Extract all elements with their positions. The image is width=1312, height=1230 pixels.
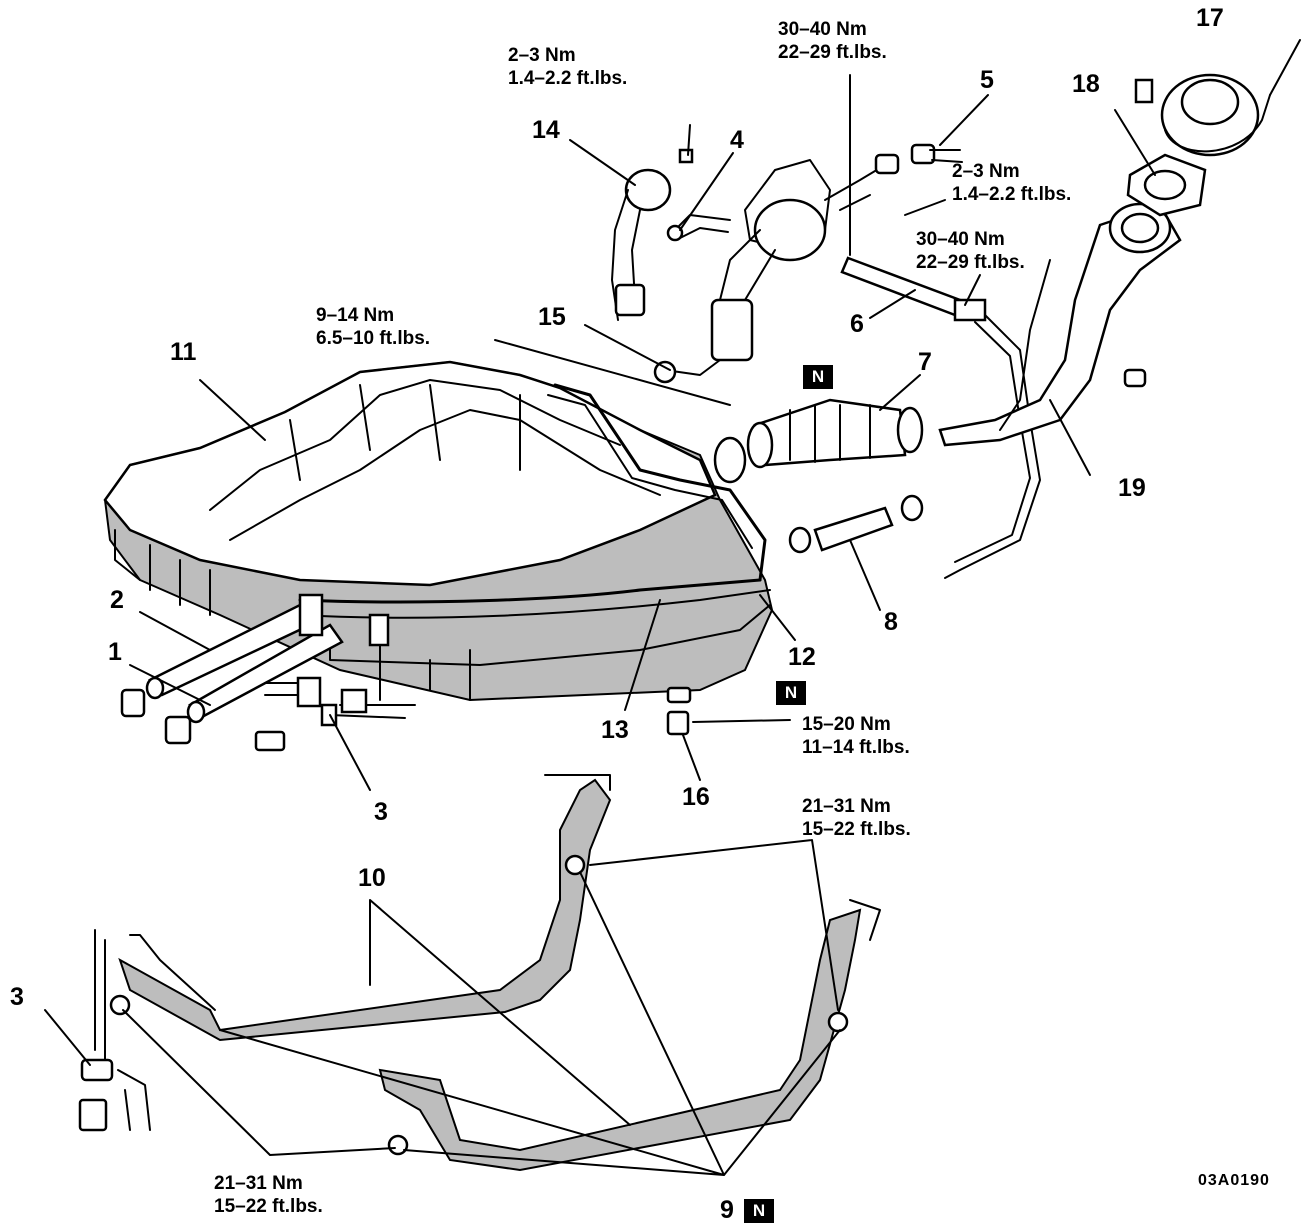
fuel-cap <box>1134 39 1301 157</box>
fuel-tank <box>103 360 774 702</box>
callout-11: 11 <box>170 338 197 366</box>
torque-imperial: 1.4–2.2 ft.lbs. <box>952 184 1072 205</box>
callout-6: 6 <box>850 310 864 338</box>
fuel-pump-assembly <box>653 143 963 384</box>
callout-3-lower: 3 <box>10 983 24 1011</box>
callout-12: 12 <box>788 643 816 671</box>
vapor-line <box>840 256 1041 579</box>
callout-13: 13 <box>601 716 629 744</box>
torque-imperial: 15–22 ft.lbs. <box>214 1196 323 1217</box>
torque-imperial: 1.4–2.2 ft.lbs. <box>508 68 628 89</box>
callout-15: 15 <box>538 303 566 331</box>
torque-spec-pump-fitting: 30–40 Nm 22–29 ft.lbs. <box>778 18 887 64</box>
torque-spec-gauge-unit: 2–3 Nm 1.4–2.2 ft.lbs. <box>508 44 627 90</box>
torque-metric: 21–31 Nm <box>214 1173 303 1194</box>
torque-imperial: 15–22 ft.lbs. <box>802 819 911 840</box>
nut-16 <box>666 686 692 736</box>
tank-strap-rear <box>118 774 612 1042</box>
vapor-tube <box>553 383 767 582</box>
callout-10: 10 <box>358 864 386 892</box>
torque-metric: 9–14 Nm <box>316 305 395 326</box>
torque-imperial: 22–29 ft.lbs. <box>778 42 887 63</box>
torque-imperial: 11–14 ft.lbs. <box>802 737 910 758</box>
callout-19: 19 <box>1118 474 1146 502</box>
leader-lines <box>44 74 1156 1176</box>
hoses-1-2 <box>145 593 390 724</box>
breather-hose <box>788 494 924 554</box>
filler-gasket <box>1126 153 1207 217</box>
callout-1: 1 <box>108 638 122 666</box>
torque-spec-vapor-line: 30–40 Nm 22–29 ft.lbs. <box>916 228 1025 274</box>
hose-clips <box>120 688 192 745</box>
fuel-gauge-unit <box>611 148 731 321</box>
callout-14: 14 <box>532 116 560 144</box>
tank-strap-front <box>378 899 881 1172</box>
new-part-marker: N <box>776 681 806 705</box>
drawing-code: 03A0190 <box>1198 1172 1270 1189</box>
torque-spec-pump-nut: 9–14 Nm 6.5–10 ft.lbs. <box>316 304 430 350</box>
torque-spec-drain-nut: 15–20 Nm 11–14 ft.lbs. <box>802 713 910 759</box>
callout-9: 9 <box>720 1196 734 1224</box>
torque-metric: 21–31 Nm <box>802 796 891 817</box>
callout-8: 8 <box>884 608 898 636</box>
callout-5: 5 <box>980 66 994 94</box>
callout-4: 4 <box>730 126 744 154</box>
callout-2: 2 <box>110 586 124 614</box>
torque-metric: 15–20 Nm <box>802 714 891 735</box>
torque-metric: 30–40 Nm <box>916 229 1005 250</box>
filler-hose <box>713 398 924 484</box>
new-part-marker: N <box>744 1199 774 1223</box>
callout-18: 18 <box>1072 70 1100 98</box>
torque-spec-strap-nut-left: 21–31 Nm 15–22 ft.lbs. <box>214 1172 323 1218</box>
torque-metric: 30–40 Nm <box>778 19 867 40</box>
torque-metric: 2–3 Nm <box>508 45 576 66</box>
clamp-upper <box>254 676 416 752</box>
callout-16: 16 <box>682 783 710 811</box>
torque-spec-bracket-bolt: 2–3 Nm 1.4–2.2 ft.lbs. <box>952 160 1071 206</box>
callout-7: 7 <box>918 348 932 376</box>
clamp-lower <box>78 929 151 1132</box>
new-part-marker: N <box>803 365 833 389</box>
torque-imperial: 22–29 ft.lbs. <box>916 252 1025 273</box>
filler-neck <box>938 202 1182 447</box>
strap-nuts <box>109 854 849 1156</box>
callout-17: 17 <box>1196 4 1224 32</box>
torque-spec-strap-nut-right: 21–31 Nm 15–22 ft.lbs. <box>802 795 911 841</box>
callout-3-upper: 3 <box>374 798 388 826</box>
torque-metric: 2–3 Nm <box>952 161 1020 182</box>
torque-imperial: 6.5–10 ft.lbs. <box>316 328 431 349</box>
